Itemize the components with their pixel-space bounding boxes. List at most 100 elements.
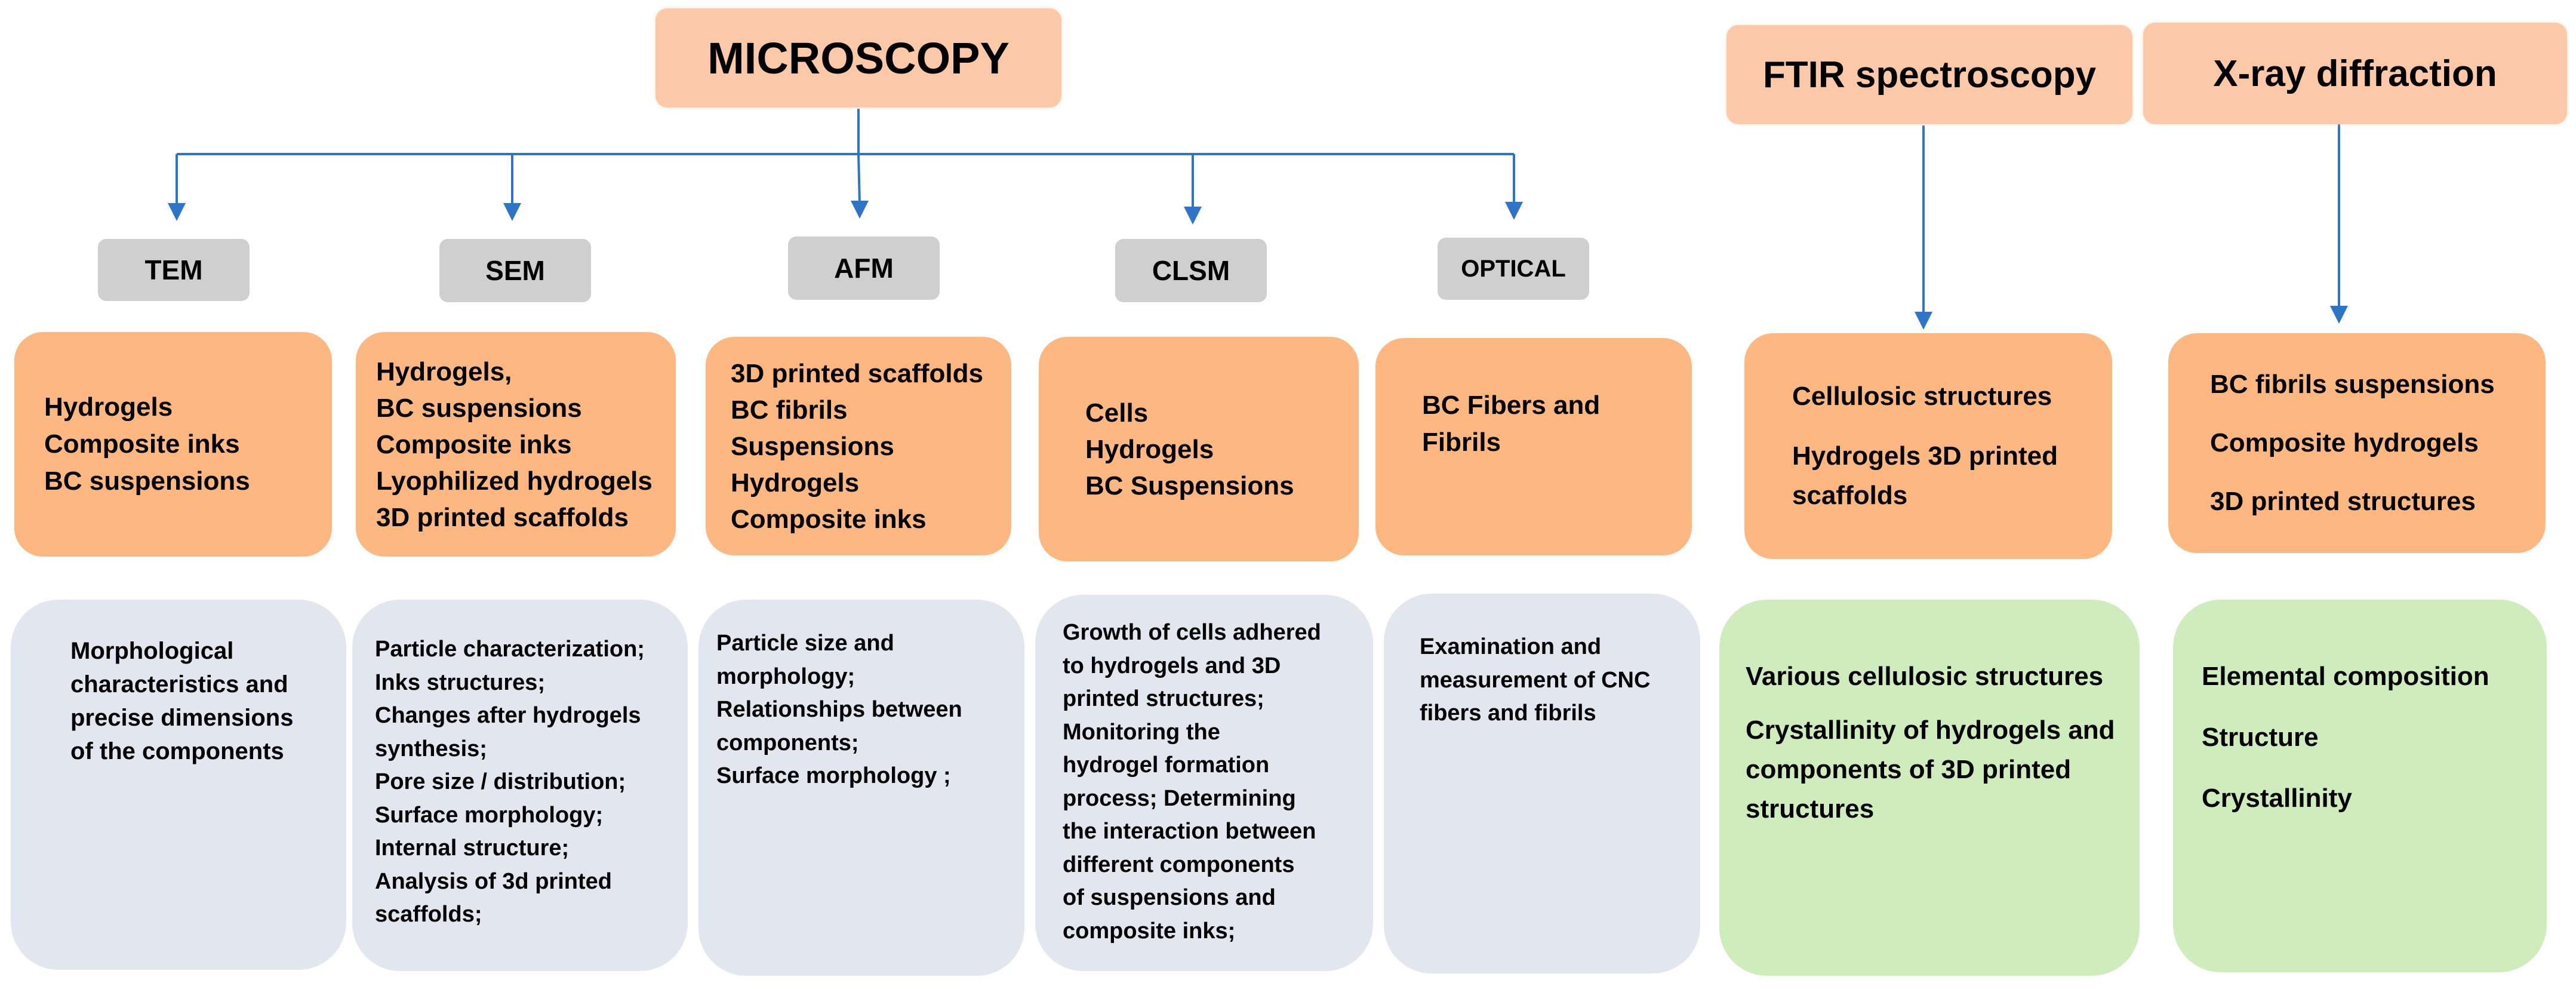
description-ftir: Various cellulosic structures Crystallin…: [1719, 600, 2140, 976]
arrowhead-optical: [1505, 202, 1523, 220]
description-clsm-line: to hydrogels and 3D: [1063, 653, 1281, 678]
samples-tem: Hydrogels Composite inks BC suspensions: [14, 332, 332, 557]
samples-tem-line: BC suspensions: [44, 466, 250, 496]
technique-afm-label: AFM: [834, 253, 894, 284]
samples-optical-line: Fibrils: [1422, 428, 1501, 457]
samples-sem: Hydrogels, BC suspensions Composite inks…: [356, 332, 676, 557]
samples-ftir-line: Hydrogels 3D printed: [1792, 441, 2058, 471]
description-clsm-line: printed structures;: [1063, 686, 1264, 711]
samples-xrd: BC fibrils suspensions Composite hydroge…: [2168, 333, 2546, 553]
description-afm: Particle size and morphology; Relationsh…: [698, 600, 1024, 976]
description-ftir-line: Crystallinity of hydrogels and: [1746, 715, 2115, 745]
description-tem: Morphological characteristics and precis…: [11, 600, 346, 970]
samples-sem-line: BC suspensions: [376, 393, 582, 423]
samples-sem-line: 3D printed scaffolds: [376, 502, 629, 532]
samples-clsm-line: Cells: [1085, 398, 1149, 428]
samples-sem-line: Composite inks: [376, 429, 572, 459]
description-clsm-line: different components: [1063, 852, 1295, 877]
ftir-header: FTIR spectroscopy: [1726, 25, 2132, 124]
technique-afm: AFM: [788, 236, 940, 300]
description-afm-line: Particle size and: [716, 631, 894, 656]
description-sem-line: Changes after hydrogels: [375, 703, 641, 728]
samples-afm-line: BC fibrils: [731, 395, 848, 425]
description-sem-line: Surface morphology;: [375, 802, 604, 828]
description-optical: Examination and measurement of CNC fiber…: [1384, 594, 1700, 973]
description-ftir-line: components of 3D printed: [1746, 755, 2072, 784]
description-sem-line: Pore size / distribution;: [375, 769, 626, 794]
description-sem-line: scaffolds;: [375, 902, 482, 927]
technique-optical: OPTICAL: [1438, 238, 1589, 300]
technique-sem-label: SEM: [485, 255, 545, 286]
connector-arrows: [168, 124, 2348, 330]
samples-afm-line: 3D printed scaffolds: [731, 358, 983, 388]
description-sem-line: Inks structures;: [375, 669, 546, 695]
description-sem: Particle characterization; Inks structur…: [352, 600, 688, 971]
samples-clsm: Cells Hydrogels BC Suspensions: [1039, 337, 1359, 561]
description-tem-line: precise dimensions: [70, 705, 294, 731]
description-clsm-line: hydrogel formation: [1063, 752, 1270, 778]
ftir-header-label: FTIR spectroscopy: [1762, 54, 2097, 96]
arrowhead-sem: [503, 203, 521, 221]
samples-afm: 3D printed scaffolds BC fibrils Suspensi…: [706, 337, 1011, 555]
samples-ftir-line: scaffolds: [1792, 481, 1908, 510]
samples-sem-line: Hydrogels,: [376, 357, 512, 386]
description-afm-line: morphology;: [716, 664, 855, 689]
samples-afm-line: Composite inks: [731, 504, 927, 534]
samples-xrd-line: 3D printed structures: [2210, 487, 2476, 516]
description-afm-line: Relationships between: [716, 697, 962, 722]
technique-clsm: CLSM: [1115, 239, 1267, 302]
samples-xrd-line: BC fibrils suspensions: [2210, 370, 2495, 399]
technique-tem-label: TEM: [144, 254, 203, 285]
arrow-to-afm: [857, 153, 861, 205]
description-xrd-line: Structure: [2202, 723, 2319, 752]
technique-tem: TEM: [98, 239, 250, 301]
samples-clsm-line: BC Suspensions: [1085, 471, 1294, 500]
arrowhead-tem: [168, 203, 186, 221]
description-clsm-line: Growth of cells adhered: [1063, 620, 1321, 645]
description-clsm-line: process; Determining: [1063, 785, 1296, 811]
description-afm-line: Surface morphology ;: [716, 763, 951, 788]
description-optical-line: measurement of CNC: [1420, 667, 1651, 693]
samples-clsm-line: Hydrogels: [1085, 434, 1214, 464]
description-optical-line: fibers and fibrils: [1420, 701, 1596, 726]
arrowhead-afm: [851, 201, 869, 219]
description-sem-line: synthesis;: [375, 736, 487, 761]
description-clsm-line: the interaction between: [1063, 819, 1316, 844]
technique-optical-label: OPTICAL: [1461, 255, 1566, 282]
description-xrd-line: Elemental composition: [2202, 662, 2489, 691]
description-sem-line: Internal structure;: [375, 836, 570, 861]
xrd-header: X-ray diffraction: [2143, 23, 2567, 124]
description-clsm-line: Monitoring the: [1063, 719, 1220, 745]
description-xrd: Elemental composition Structure Crystall…: [2173, 600, 2547, 972]
samples-tem-line: Hydrogels: [44, 392, 173, 422]
samples-optical: BC Fibers and Fibrils: [1375, 338, 1692, 555]
description-clsm: Growth of cells adhered to hydrogels and…: [1035, 595, 1373, 971]
description-sem-line: Analysis of 3d printed: [375, 868, 612, 894]
description-sem-line: Particle characterization;: [375, 637, 645, 662]
description-tem-line: Morphological: [70, 638, 234, 664]
samples-afm-line: Suspensions: [731, 431, 894, 461]
samples-afm-line: Hydrogels: [731, 468, 860, 497]
description-clsm-line: composite inks;: [1063, 918, 1236, 944]
microscopy-header-label: MICROSCOPY: [707, 33, 1010, 83]
microscopy-header: MICROSCOPY: [655, 8, 1061, 108]
description-tem-line: characteristics and: [70, 671, 288, 698]
samples-ftir-line: Cellulosic structures: [1792, 382, 2052, 411]
samples-tem-line: Composite inks: [44, 429, 240, 459]
description-tem-line: of the components: [70, 738, 284, 764]
arrowhead-xrd: [2330, 306, 2348, 324]
arrowhead-clsm: [1184, 207, 1202, 225]
technique-clsm-label: CLSM: [1152, 255, 1230, 286]
description-ftir-line: structures: [1746, 794, 1875, 824]
description-ftir-line: Various cellulosic structures: [1746, 662, 2104, 691]
arrowhead-ftir: [1915, 312, 1932, 330]
xrd-header-label: X-ray diffraction: [2213, 53, 2497, 94]
description-clsm-line: of suspensions and: [1063, 885, 1276, 910]
description-optical-line: Examination and: [1420, 634, 1602, 659]
samples-optical-line: BC Fibers and: [1422, 391, 1601, 420]
description-afm-line: components;: [716, 730, 859, 755]
samples-sem-line: Lyophilized hydrogels: [376, 466, 653, 496]
samples-xrd-line: Composite hydrogels: [2210, 428, 2479, 457]
